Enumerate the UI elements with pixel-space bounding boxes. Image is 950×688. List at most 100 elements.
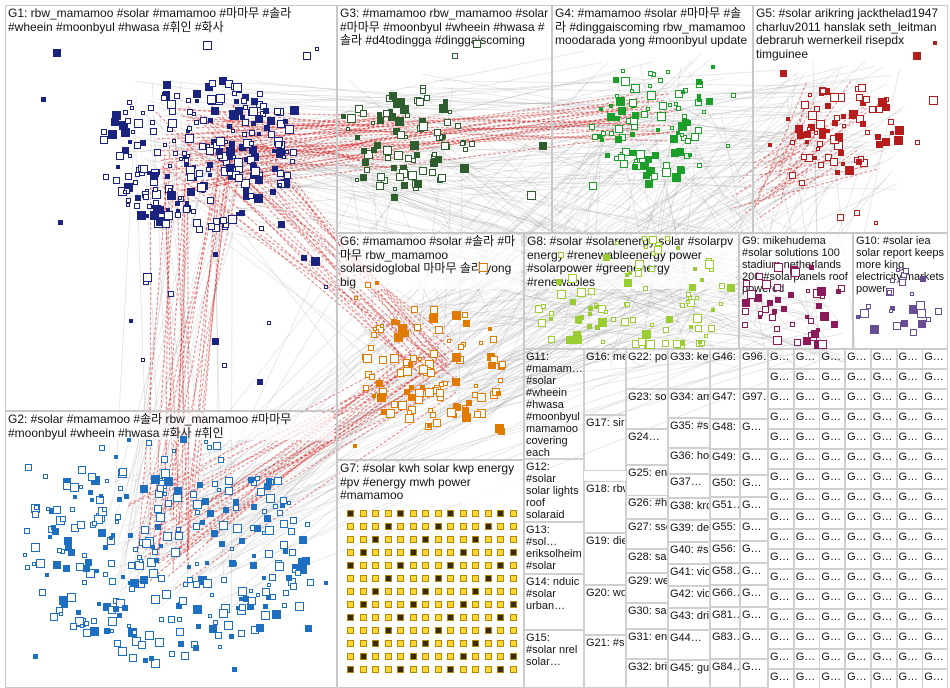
edge [611, 288, 813, 316]
small-group-panel: G… [896, 529, 923, 549]
edge [247, 98, 835, 109]
network-node [148, 569, 158, 579]
network-node [213, 217, 221, 225]
edge [402, 352, 816, 387]
small-group-panel: G18: rbw_ mam… [584, 481, 626, 533]
small-group-label: G… [770, 591, 790, 603]
network-node [376, 173, 385, 182]
network-node [133, 119, 143, 129]
edge [167, 338, 445, 577]
network-node [606, 113, 615, 122]
network-node [472, 653, 479, 660]
network-node [99, 136, 108, 145]
network-node [820, 312, 830, 322]
network-node [102, 544, 108, 550]
small-group-panel: G… [793, 589, 820, 609]
network-node [94, 568, 99, 573]
network-node [812, 156, 817, 161]
network-node [648, 236, 657, 244]
network-node [290, 583, 298, 591]
small-group-panel: G96… [740, 349, 768, 389]
group-label-g2: G2: #solar #mamamoo #솔라 rbw_mamamoo #마마무… [8, 412, 334, 440]
small-group-panel: G… [793, 489, 820, 509]
small-group-panel: G… [922, 349, 949, 369]
network-node [265, 526, 275, 536]
network-node [687, 153, 692, 158]
small-group-panel: G16: mega1 project 17mw… [584, 349, 626, 415]
network-node [232, 499, 239, 506]
network-node [649, 322, 654, 327]
small-group-panel: G… [819, 529, 846, 549]
network-node [397, 510, 404, 517]
small-group-label: G48: sola… [712, 421, 739, 433]
edge [219, 69, 781, 109]
edge [375, 144, 666, 234]
network-node [109, 577, 117, 585]
network-node [497, 627, 504, 634]
small-group-label: G… [821, 631, 841, 643]
edge [195, 115, 391, 146]
small-group-label: G… [795, 571, 816, 583]
network-node [391, 318, 398, 325]
network-node [359, 601, 367, 608]
small-group-label: G… [742, 499, 762, 511]
network-node [391, 193, 399, 201]
edge [136, 346, 754, 556]
network-node [34, 504, 40, 510]
network-node [621, 76, 631, 86]
network-node [459, 523, 467, 530]
network-node [242, 104, 248, 110]
network-node [409, 536, 417, 543]
edge [777, 102, 815, 177]
network-node [251, 167, 261, 177]
network-node [820, 88, 827, 95]
network-node [890, 278, 896, 284]
small-group-panel: G… [922, 629, 949, 649]
network-node [139, 576, 148, 585]
network-node [187, 565, 192, 570]
network-node [277, 169, 285, 177]
network-node [284, 172, 292, 180]
network-node [186, 576, 193, 583]
network-node [413, 151, 420, 158]
small-group-label: G… [847, 491, 867, 503]
network-node [133, 142, 141, 150]
network-node [633, 164, 639, 170]
network-node [808, 92, 813, 97]
network-node [693, 313, 703, 323]
small-group-label: G… [924, 671, 944, 683]
network-node [275, 561, 285, 571]
small-group-panel: G… [740, 563, 768, 585]
network-node [689, 284, 697, 292]
small-group-label: G… [770, 391, 790, 403]
network-node [599, 106, 604, 111]
small-group-label: G… [898, 531, 919, 543]
network-node [874, 221, 879, 226]
network-node [91, 618, 98, 625]
network-node [667, 103, 672, 108]
network-node [150, 128, 158, 136]
small-group-panel: G19: die #solar… [584, 533, 626, 585]
small-group-panel: G… [768, 349, 794, 369]
network-node [162, 491, 167, 496]
network-node [135, 194, 142, 201]
network-node [435, 389, 444, 398]
network-node [875, 140, 883, 148]
network-node [919, 276, 926, 283]
network-node [468, 140, 475, 147]
small-group-label: G… [847, 511, 867, 523]
network-node [103, 571, 109, 577]
small-group-panel: G… [896, 369, 923, 389]
network-node [422, 549, 429, 556]
network-node [363, 149, 373, 159]
network-node [817, 161, 824, 168]
network-node [214, 631, 222, 639]
network-node [902, 267, 909, 274]
network-node [497, 614, 504, 621]
edge [237, 120, 426, 348]
network-node [314, 46, 319, 51]
small-group-panel: G… [896, 489, 923, 509]
network-node [462, 146, 468, 152]
network-node [207, 223, 215, 231]
